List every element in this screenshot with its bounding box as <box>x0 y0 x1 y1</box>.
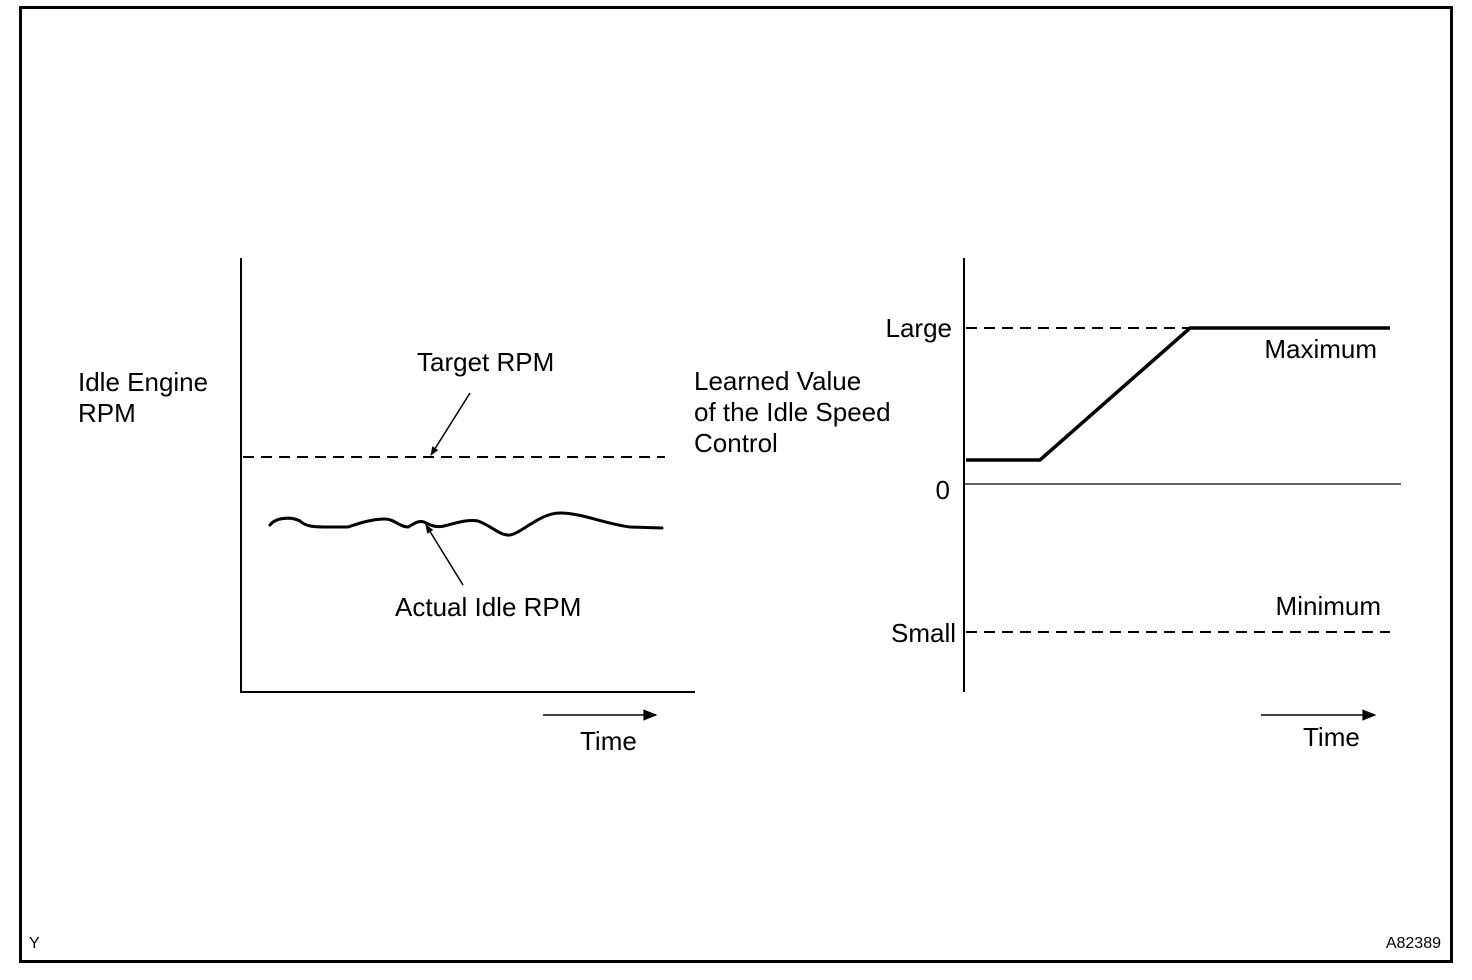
left-y-axis-label-line1: Idle Engine <box>78 367 208 397</box>
left-chart: Idle Engine RPM Target RPM Actual Idle R… <box>78 258 695 756</box>
actual-idle-rpm-curve <box>268 511 664 537</box>
minimum-label: Minimum <box>1276 591 1381 621</box>
large-tick-label: Large <box>886 313 953 343</box>
target-rpm-pointer <box>430 392 471 456</box>
target-rpm-label: Target RPM <box>417 347 554 377</box>
left-y-axis-label-line2: RPM <box>78 398 136 428</box>
learned-value-curve <box>966 326 1390 462</box>
left-time-label: Time <box>580 726 637 756</box>
right-chart: Learned Value of the Idle Speed Control … <box>694 258 1401 752</box>
zero-tick-label: 0 <box>936 475 950 505</box>
actual-idle-rpm-pointer <box>425 524 464 586</box>
actual-idle-rpm-label: Actual Idle RPM <box>395 592 581 622</box>
figure-code: A82389 <box>1386 935 1441 952</box>
right-y-axis-label-line1: Learned Value <box>694 366 861 396</box>
corner-letter: Y <box>29 935 40 952</box>
small-tick-label: Small <box>891 618 956 648</box>
right-y-axis-label-line2: of the Idle Speed <box>694 397 891 427</box>
maximum-label: Maximum <box>1264 334 1377 364</box>
figure-frame <box>19 6 1453 963</box>
right-time-label: Time <box>1303 722 1360 752</box>
right-y-axis-label-line3: Control <box>694 428 778 458</box>
